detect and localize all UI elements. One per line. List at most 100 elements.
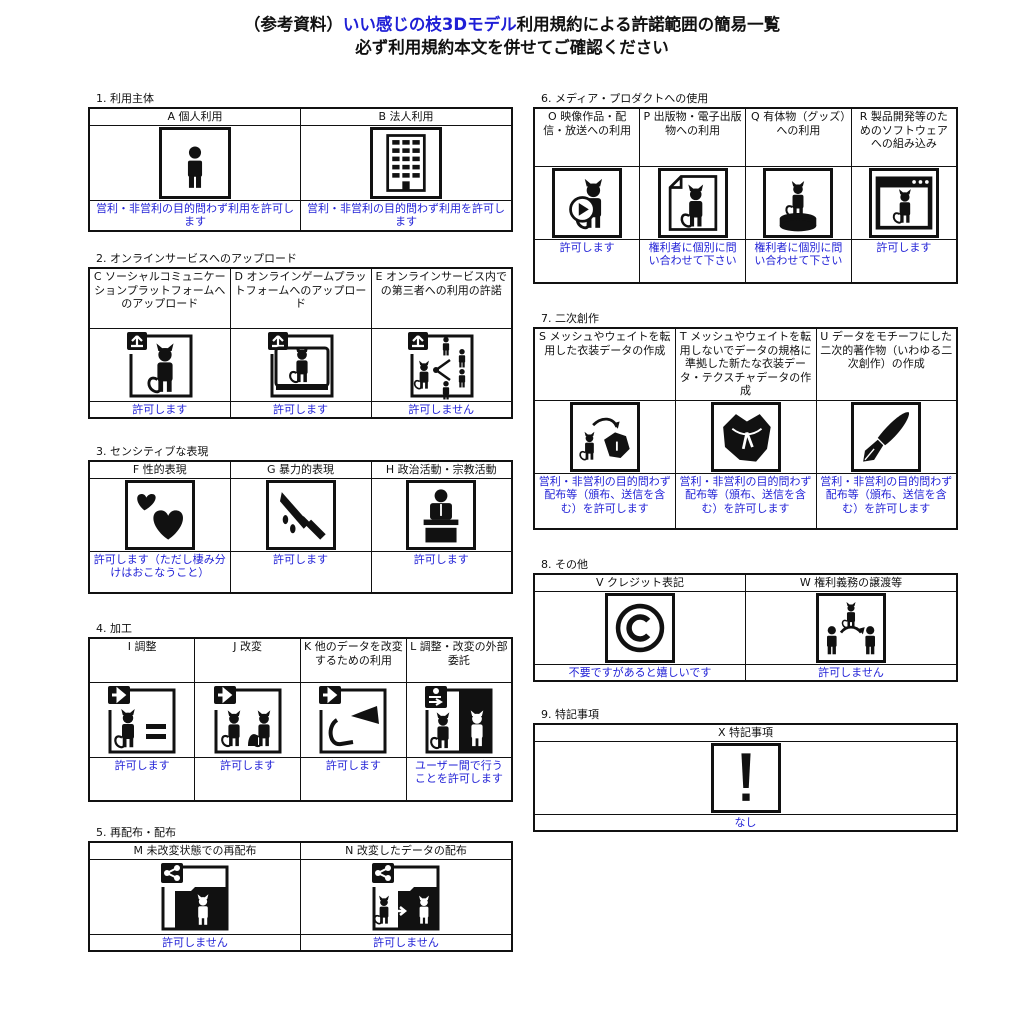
permission-table: I 調整 J 改変 K 他のデータを改変するための利用 L 調整・改変の外部委託… [88, 637, 513, 802]
item-label: N 改変したデータの配布 [300, 841, 513, 860]
item-label: W 権利義務の譲渡等 [745, 573, 958, 592]
item-label: M 未改変状態での再配布 [88, 841, 301, 860]
item-label: T メッシュやウェイトを転用しないでデータの規格に準拠した新たな衣装データ・テク… [674, 327, 817, 401]
section-special-notes: 9. 特記事項 X 特記事項 なし [533, 708, 958, 832]
item-label: D オンラインゲームプラットフォームへのアップロード [229, 267, 372, 329]
document-icon [657, 167, 728, 238]
section-title: 7. 二次創作 [541, 312, 599, 325]
item-label: L 調整・改変の外部委託 [405, 637, 513, 683]
item-label: G 暴力的表現 [229, 460, 372, 479]
section-redistribution: 5. 再配布・配布 M 未改変状態での再配布 N 改変したデータの配布 許可しま… [88, 826, 513, 952]
item-label: B 法人利用 [300, 107, 513, 126]
item-label: C ソーシャルコミュニケーションプラットフォームへのアップロード [88, 267, 231, 329]
avatar-to-clothing-icon [569, 401, 640, 472]
permission-table: C ソーシャルコミュニケーションプラットフォームへのアップロード D オンライン… [88, 267, 513, 419]
permission-table: O 映像作品・配信・放送への利用 P 出版物・電子出版物への利用 Q 有体物（グ… [533, 107, 958, 284]
item-result: 許可します [300, 756, 407, 802]
exclamation-icon [710, 742, 781, 813]
pen-nib-icon [851, 401, 922, 472]
item-result: 営利・非営利の目的問わず配布等（頒布、送信を含む）を許可します [533, 472, 676, 530]
item-result: ユーザー間で行うことを許可します [405, 756, 513, 802]
item-result: なし [533, 813, 958, 832]
section-usage-entity: 1. 利用主体 A 個人利用 B 法人利用 営利・非営利の目的問わず利用を許可し… [88, 92, 513, 232]
item-result: 許可します [850, 238, 958, 284]
permission-table: F 性的表現 G 暴力的表現 H 政治活動・宗教活動 許可します（ただし棲み分け… [88, 460, 513, 594]
modify-avatar-icon [211, 683, 284, 756]
item-result: 許可します [88, 756, 196, 802]
item-result: 許可します [370, 550, 513, 594]
item-result: 権利者に個別に問い合わせて下さい [639, 238, 746, 284]
person-icon [159, 126, 231, 199]
item-label: X 特記事項 [533, 723, 958, 742]
item-result: 許可しません [300, 933, 513, 952]
parts-reuse-icon [317, 683, 390, 756]
hearts-icon [124, 479, 195, 550]
item-result: 権利者に個別に問い合わせて下さい [745, 238, 852, 284]
upload-monitor-icon [265, 329, 336, 400]
item-label: R 製品開発等のためのソフトウェアへの組み込み [850, 107, 958, 167]
video-play-icon [552, 167, 623, 238]
section-title: 1. 利用主体 [96, 92, 154, 105]
item-result: 許可します（ただし棲み分けはおこなうこと） [88, 550, 231, 594]
permission-table: A 個人利用 B 法人利用 営利・非営利の目的問わず利用を許可します 営利・非営… [88, 107, 513, 232]
section-other: 8. その他 V クレジット表記 W 権利義務の譲渡等 不要ですがあると嬉しいで… [533, 558, 958, 682]
item-label: J 改変 [194, 637, 301, 683]
adjust-equal-icon [106, 683, 179, 756]
item-result: 営利・非営利の目的問わず配布等（頒布、送信を含む）を許可します [815, 472, 958, 530]
section-media-product: 6. メディア・プロダクトへの使用 O 映像作品・配信・放送への利用 P 出版物… [533, 92, 958, 284]
item-label: V クレジット表記 [533, 573, 746, 592]
item-result: 許可します [229, 550, 372, 594]
section-title: 3. センシティブな表現 [96, 445, 209, 458]
item-result: 許可しません [745, 663, 958, 682]
section-title: 8. その他 [541, 558, 588, 571]
item-label: A 個人利用 [88, 107, 301, 126]
clothing-icon [710, 401, 781, 472]
item-label: S メッシュやウェイトを転用した衣装データの作成 [533, 327, 676, 401]
section-title: 2. オンラインサービスへのアップロード [96, 252, 297, 265]
item-result: 営利・非営利の目的問わず配布等（頒布、送信を含む）を許可します [674, 472, 817, 530]
outsource-icon [422, 683, 495, 756]
item-result: 許可します [88, 400, 231, 419]
section-title: 4. 加工 [96, 622, 132, 635]
page-title: （参考資料）いい感じの枝3Dモデル利用規約による許諾範囲の簡易一覧 [243, 15, 781, 34]
model-name: いい感じの枝3Dモデル [342, 15, 517, 34]
item-label: I 調整 [88, 637, 196, 683]
section-title: 5. 再配布・配布 [96, 826, 176, 839]
transfer-rights-icon [816, 592, 886, 663]
item-label: F 性的表現 [88, 460, 231, 479]
item-label: U データをモチーフにした二次的著作物（いわゆる二次創作）の作成 [815, 327, 958, 401]
item-result: 不要ですがあると嬉しいです [533, 663, 746, 682]
section-title: 6. メディア・プロダクトへの使用 [541, 92, 709, 105]
section-derivative-works: 7. 二次創作 S メッシュやウェイトを転用した衣装データの作成 T メッシュや… [533, 312, 958, 530]
item-result: 許可します [194, 756, 301, 802]
upload-avatar-icon [124, 329, 195, 400]
page-subtitle: 必ず利用規約本文を併せてご確認ください [355, 38, 669, 57]
share-modified-folder-icon [370, 860, 442, 933]
permission-table: X 特記事項 なし [533, 723, 958, 832]
copyright-icon [605, 592, 675, 663]
section-title: 9. 特記事項 [541, 708, 599, 721]
item-label: Q 有体物（グッズ）への利用 [745, 107, 852, 167]
section-processing: 4. 加工 I 調整 J 改変 K 他のデータを改変するための利用 L 調整・改… [88, 622, 513, 802]
office-building-icon [370, 126, 442, 199]
permission-table: M 未改変状態での再配布 N 改変したデータの配布 許可しません 許可しません [88, 841, 513, 952]
podium-speaker-icon [406, 479, 477, 550]
section-sensitive-expression: 3. センシティブな表現 F 性的表現 G 暴力的表現 H 政治活動・宗教活動 … [88, 445, 513, 594]
item-result: 営利・非営利の目的問わず利用を許可します [88, 199, 301, 231]
permission-table: S メッシュやウェイトを転用した衣装データの作成 T メッシュやウェイトを転用し… [533, 327, 958, 530]
permission-table: V クレジット表記 W 権利義務の譲渡等 不要ですがあると嬉しいです 許可しませ… [533, 573, 958, 682]
item-result: 許可します [229, 400, 372, 419]
item-label: H 政治活動・宗教活動 [370, 460, 513, 479]
share-folder-icon [159, 860, 231, 933]
item-label: K 他のデータを改変するための利用 [300, 637, 407, 683]
item-label: O 映像作品・配信・放送への利用 [533, 107, 641, 167]
upload-share-users-icon [406, 329, 477, 400]
item-result: 許可しません [88, 933, 301, 952]
knife-icon [265, 479, 336, 550]
section-online-upload: 2. オンラインサービスへのアップロード C ソーシャルコミュニケーションプラッ… [88, 252, 513, 419]
item-result: 許可します [533, 238, 641, 284]
item-label: E オンラインサービス内での第三者への利用の許諾 [370, 267, 513, 329]
item-label: P 出版物・電子出版物への利用 [639, 107, 746, 167]
item-result: 営利・非営利の目的問わず利用を許可します [300, 199, 513, 231]
figure-stand-icon [763, 167, 834, 238]
